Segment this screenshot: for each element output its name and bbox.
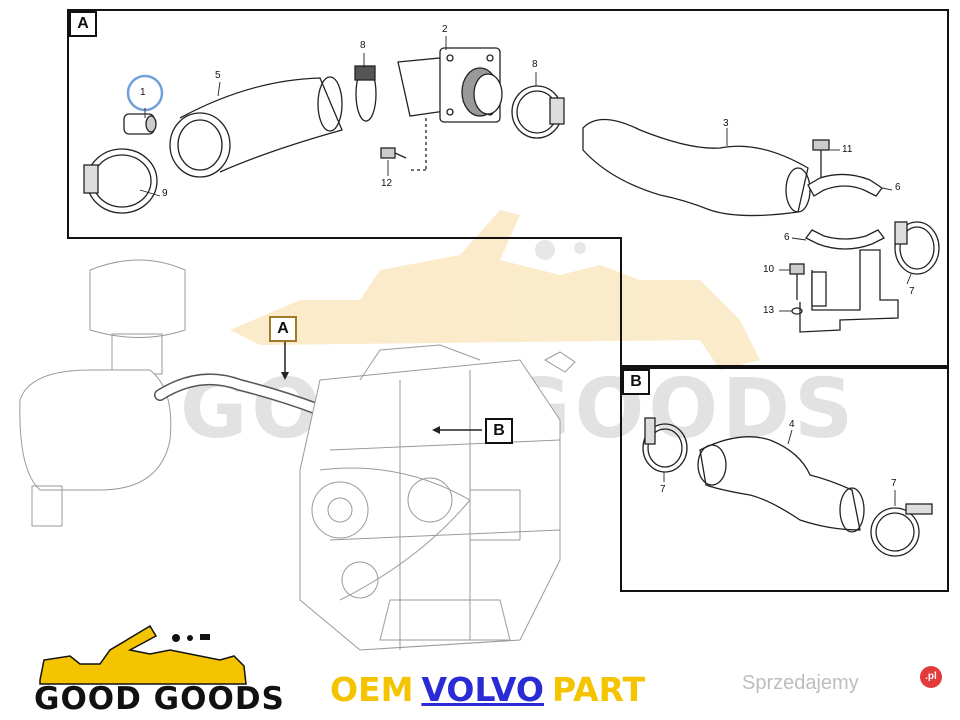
callout-2: 2 [442,24,448,35]
part-8-clamp-right [511,85,565,139]
part-9-clamp [83,148,158,214]
section-b-frame [620,367,949,592]
section-b-label: B [622,369,650,395]
logo-text: GOOD GOODS [34,681,285,717]
part-8-clamp-left [354,65,377,122]
callout-7-b-right: 7 [891,478,897,489]
callout-7-b-left: 7 [660,484,666,495]
support-bracket [799,249,899,333]
section-a-frame [67,9,949,367]
callout-9: 9 [162,188,168,199]
watermark-nut-icon [574,242,586,254]
logo-machines-icon [39,624,247,685]
engine-bracket [543,351,576,373]
callout-4: 4 [789,419,795,430]
callout-6-lower: 6 [784,232,790,243]
callout-13: 13 [763,305,775,316]
part-7-clamp-b-right [870,503,933,557]
callout-12: 12 [381,178,393,189]
callout-10: 10 [763,264,775,275]
callout-7-a: 7 [909,286,915,297]
leader-dashed-2 [408,118,427,171]
site-badge: .pl [920,666,942,688]
part-6-bracket-upper [807,173,883,197]
watermark-gear-icon [535,240,555,260]
part-12-bolt [380,147,407,159]
part-10-bolt [789,263,805,300]
leader-lines-b [663,429,896,506]
oem-prefix: OEM [330,670,414,709]
air-filter-housing [19,259,186,527]
callout-5: 5 [215,70,221,81]
part-1-sensor [123,113,157,135]
marker-a-arrow [281,372,289,380]
part-4-hose [697,436,865,533]
callout-11: 11 [842,144,853,155]
part-5-hose [169,76,343,178]
part-7-clamp-a [894,221,940,275]
overview-marker-a: A [269,316,297,342]
section-a-label: A [69,11,97,37]
part-7-clamp-b-left [642,417,688,473]
callout-8-left: 8 [360,40,366,51]
callout-8-right: 8 [532,59,538,70]
watermark-excavator-shape [230,210,760,370]
part-6-bracket-lower [805,229,885,250]
oem-suffix: PART [551,670,646,709]
part-2-elbow [397,47,503,123]
callout-1: 1 [140,87,146,98]
callout-6-upper: 6 [895,182,901,193]
site-watermark: Sprzedajemy [742,672,859,694]
marker-b-arrow [432,426,440,434]
oem-brand-link[interactable]: VOLVO [421,670,544,709]
part-11-bolt [812,139,830,180]
callout-3: 3 [723,118,729,129]
overview-marker-b: B [485,418,513,444]
leader-lines-a [139,36,912,312]
